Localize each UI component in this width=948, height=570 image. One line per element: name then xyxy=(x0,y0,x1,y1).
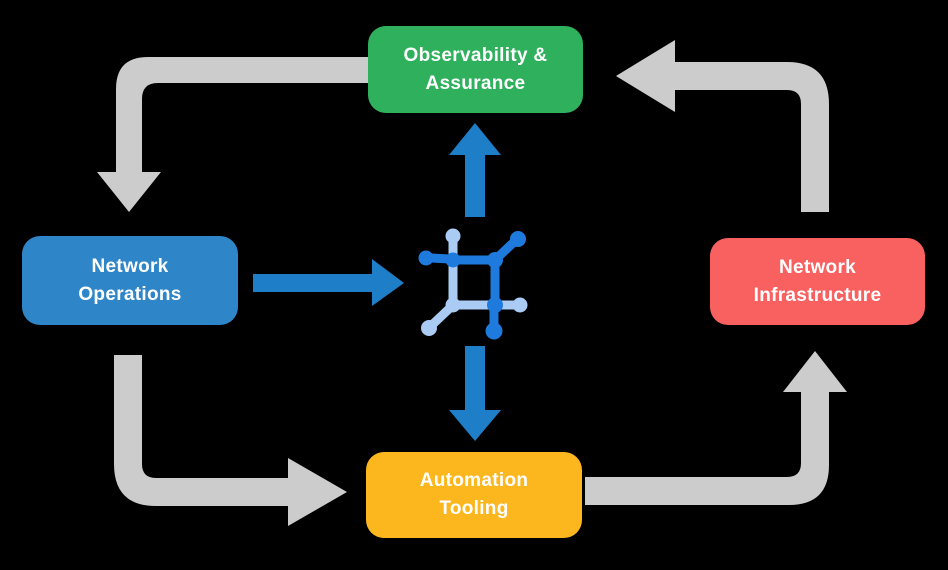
icon-corner-bottom-left xyxy=(445,297,461,313)
icon-node-bottom xyxy=(485,322,503,340)
icon-corner-top-right xyxy=(487,252,503,268)
icon-node-right xyxy=(512,297,528,313)
arrow-core-to-observability xyxy=(449,123,501,217)
network-core-icon xyxy=(418,228,528,340)
node-network-infrastructure: Network Infrastructure xyxy=(710,238,925,325)
node-automation-tooling: Automation Tooling xyxy=(366,452,582,538)
icon-node-bottom-left xyxy=(421,320,437,336)
arrow-infrastructure-to-observability xyxy=(616,40,829,212)
node-network-operations: Network Operations xyxy=(22,236,238,325)
arrow-observability-to-operations xyxy=(97,57,368,212)
icon-node-top xyxy=(445,228,461,244)
node-network-infrastructure-label: Network Infrastructure xyxy=(753,256,882,306)
arrow-automation-to-infrastructure xyxy=(585,351,847,505)
arrow-operations-to-core xyxy=(253,259,404,306)
node-network-operations-label: Network Operations xyxy=(78,255,182,305)
arrow-operations-to-automation xyxy=(114,355,347,526)
icon-node-left xyxy=(418,250,434,266)
arrow-core-to-automation xyxy=(449,346,501,441)
icon-node-top-right xyxy=(510,231,526,247)
icon-corner-bottom-right xyxy=(487,297,503,313)
node-observability-assurance-label: Observability & Assurance xyxy=(403,44,548,94)
icon-corner-top-left xyxy=(445,252,461,268)
node-automation-tooling-label: Automation Tooling xyxy=(419,470,529,519)
node-observability-assurance: Observability & Assurance xyxy=(368,26,583,113)
